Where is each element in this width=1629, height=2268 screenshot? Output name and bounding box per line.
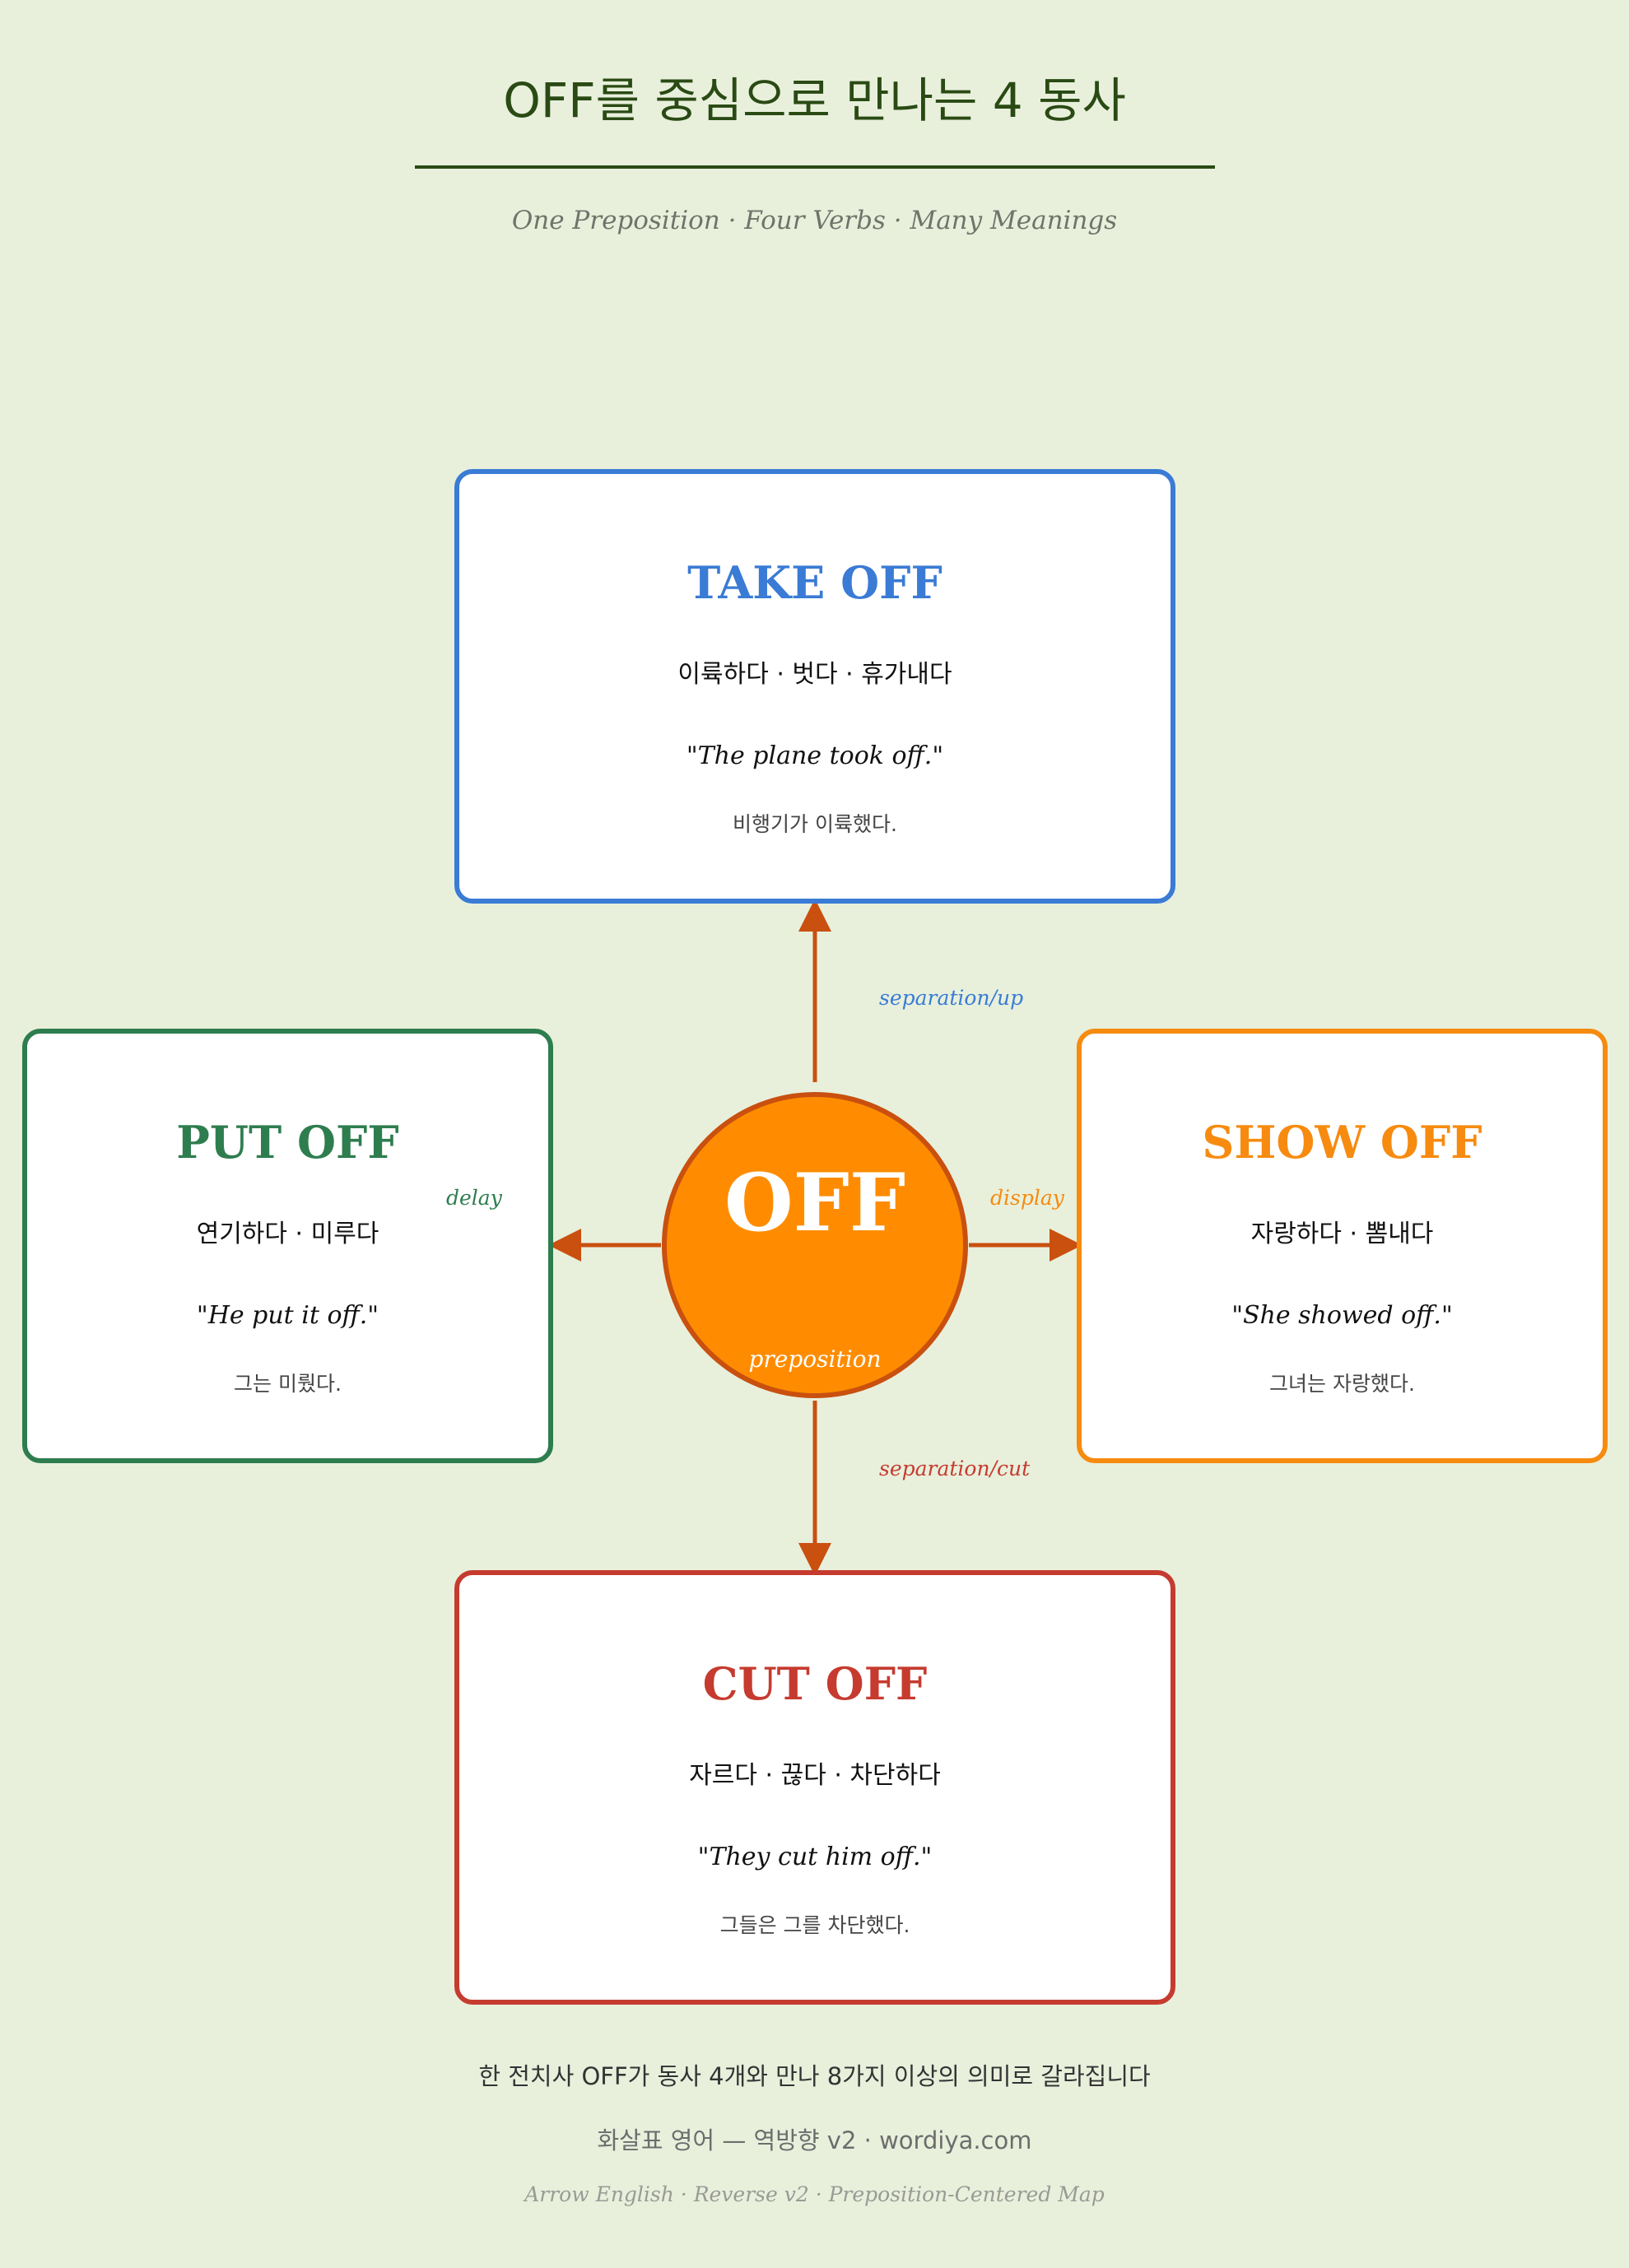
card-show-off: SHOW OFF 자랑하다 · 뽐내다 "She showed off." 그녀… (1077, 1029, 1608, 1463)
relation-label-separation-up: separation/up (879, 986, 1024, 1010)
footer-credit: 화살표 영어 — 역방향 v2 · wordiya.com (597, 2126, 1032, 2154)
example-sentence: "He put it off." (196, 1301, 379, 1330)
verb-title: TAKE OFF (687, 556, 942, 609)
verb-title: SHOW OFF (1202, 1116, 1482, 1169)
page-title: OFF를 중심으로 만나는 4 동사 (503, 72, 1126, 128)
footer-subtitle: Arrow English · Reverse v2 · Preposition… (524, 2182, 1105, 2206)
example-sentence: "She showed off." (1231, 1301, 1453, 1330)
hub-label: OFF (724, 1156, 905, 1249)
verb-title: CUT OFF (702, 1657, 928, 1710)
example-translation: 그는 미뤘다. (234, 1372, 342, 1396)
verb-meaning: 자랑하다 · 뽐내다 (1250, 1220, 1434, 1248)
relation-label-display: display (990, 1186, 1064, 1210)
verb-meaning: 이륙하다 · 벗다 · 휴가내다 (677, 660, 952, 689)
title-divider (415, 165, 1215, 169)
example-translation: 비행기가 이륙했다. (733, 812, 897, 836)
hub-circle: OFF preposition (662, 1092, 968, 1398)
example-translation: 그녀는 자랑했다. (1269, 1372, 1415, 1396)
verb-title: PUT OFF (176, 1116, 399, 1169)
relation-label-delay: delay (446, 1186, 502, 1210)
card-take-off: TAKE OFF 이륙하다 · 벗다 · 휴가내다 "The plane too… (454, 469, 1175, 904)
page-subtitle: One Preposition · Four Verbs · Many Mean… (511, 206, 1118, 235)
relation-label-separation-cut: separation/cut (879, 1457, 1031, 1480)
footer-note: 한 전치사 OFF가 동사 4개와 만나 8가지 이상의 의미로 갈라집니다 (478, 2062, 1151, 2090)
example-translation: 그들은 그를 차단했다. (719, 1913, 910, 1937)
card-cut-off: CUT OFF 자르다 · 끊다 · 차단하다 "They cut him of… (454, 1570, 1175, 2005)
hub-sublabel: preposition (748, 1345, 882, 1373)
example-sentence: "The plane took off." (686, 741, 944, 770)
card-put-off: PUT OFF 연기하다 · 미루다 "He put it off." 그는 미… (22, 1029, 553, 1463)
verb-meaning: 자르다 · 끊다 · 차단하다 (689, 1761, 941, 1790)
verb-meaning: 연기하다 · 미루다 (196, 1220, 379, 1248)
example-sentence: "They cut him off." (697, 1843, 933, 1871)
